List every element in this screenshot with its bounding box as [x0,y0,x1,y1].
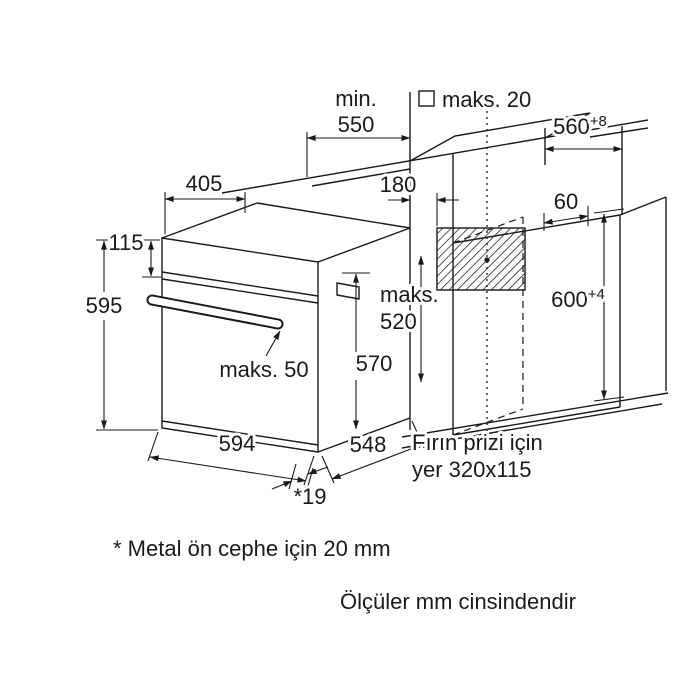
footnote-metal-front: * Metal ön cephe için 20 mm [113,536,391,561]
dim-niche-height-600: 600+4 [548,208,625,402]
dim-594: 594 [147,428,315,486]
dim-115-label: 115 [108,230,143,255]
dim-max-520-word: maks. [380,282,439,307]
dim-niche-height-label: 600+4 [551,286,605,312]
dim-max-overlap-label: maks. 20 [442,87,531,112]
dim-handle-max-label: maks. 50 [219,357,308,382]
side-bracket-detail [336,282,360,300]
dim-max-520: maks. 520 [377,255,442,383]
square-symbol [418,90,435,107]
dim-60-label: 60 [554,189,578,214]
socket-note-line1: Fırın prizi için [412,430,543,455]
oven-drawing [146,202,411,453]
socket-note-line2: yer 320x115 [412,457,531,482]
socket-zone-hatched-area [436,227,526,291]
dim-570: 570 [342,272,395,430]
dim-niche-width-label: 560+8 [553,113,607,139]
worktop-drawing [221,92,649,430]
dim-594-label: 594 [219,431,256,456]
socket-center-dot [484,257,490,263]
dim-max-520-value: 520 [380,309,417,334]
dim-180-label: 180 [380,172,417,197]
units-note: Ölçüler mm cinsindendir [340,589,576,614]
dim-min-label: min. [335,86,377,111]
dim-405-label: 405 [186,171,223,196]
dim-min-550: min. 550 [306,83,411,177]
socket-note: Fırın prizi için yer 320x115 [409,427,546,485]
dim-115: 115 [96,227,161,278]
dim-niche-width-560: 560+8 [544,110,623,152]
dim-595: 595 [83,240,158,431]
dim-front-gap-19: *19 [271,463,330,512]
dim-60: 60 [543,186,589,231]
dim-min-value: 550 [338,112,375,137]
dim-405: 405 [164,168,246,234]
dim-570-label: 570 [356,351,393,376]
dim-548: 548 [321,420,425,484]
dim-595-label: 595 [86,293,123,318]
cabinet-niche-drawing [401,93,669,449]
dim-front-gap-label: *19 [293,484,326,509]
dim-handle-max-50: maks. 50 [216,330,312,385]
dim-180: 180 [377,169,459,226]
dim-548-label: 548 [350,432,387,457]
dim-max-overlap-20: maks. 20 [418,84,534,115]
